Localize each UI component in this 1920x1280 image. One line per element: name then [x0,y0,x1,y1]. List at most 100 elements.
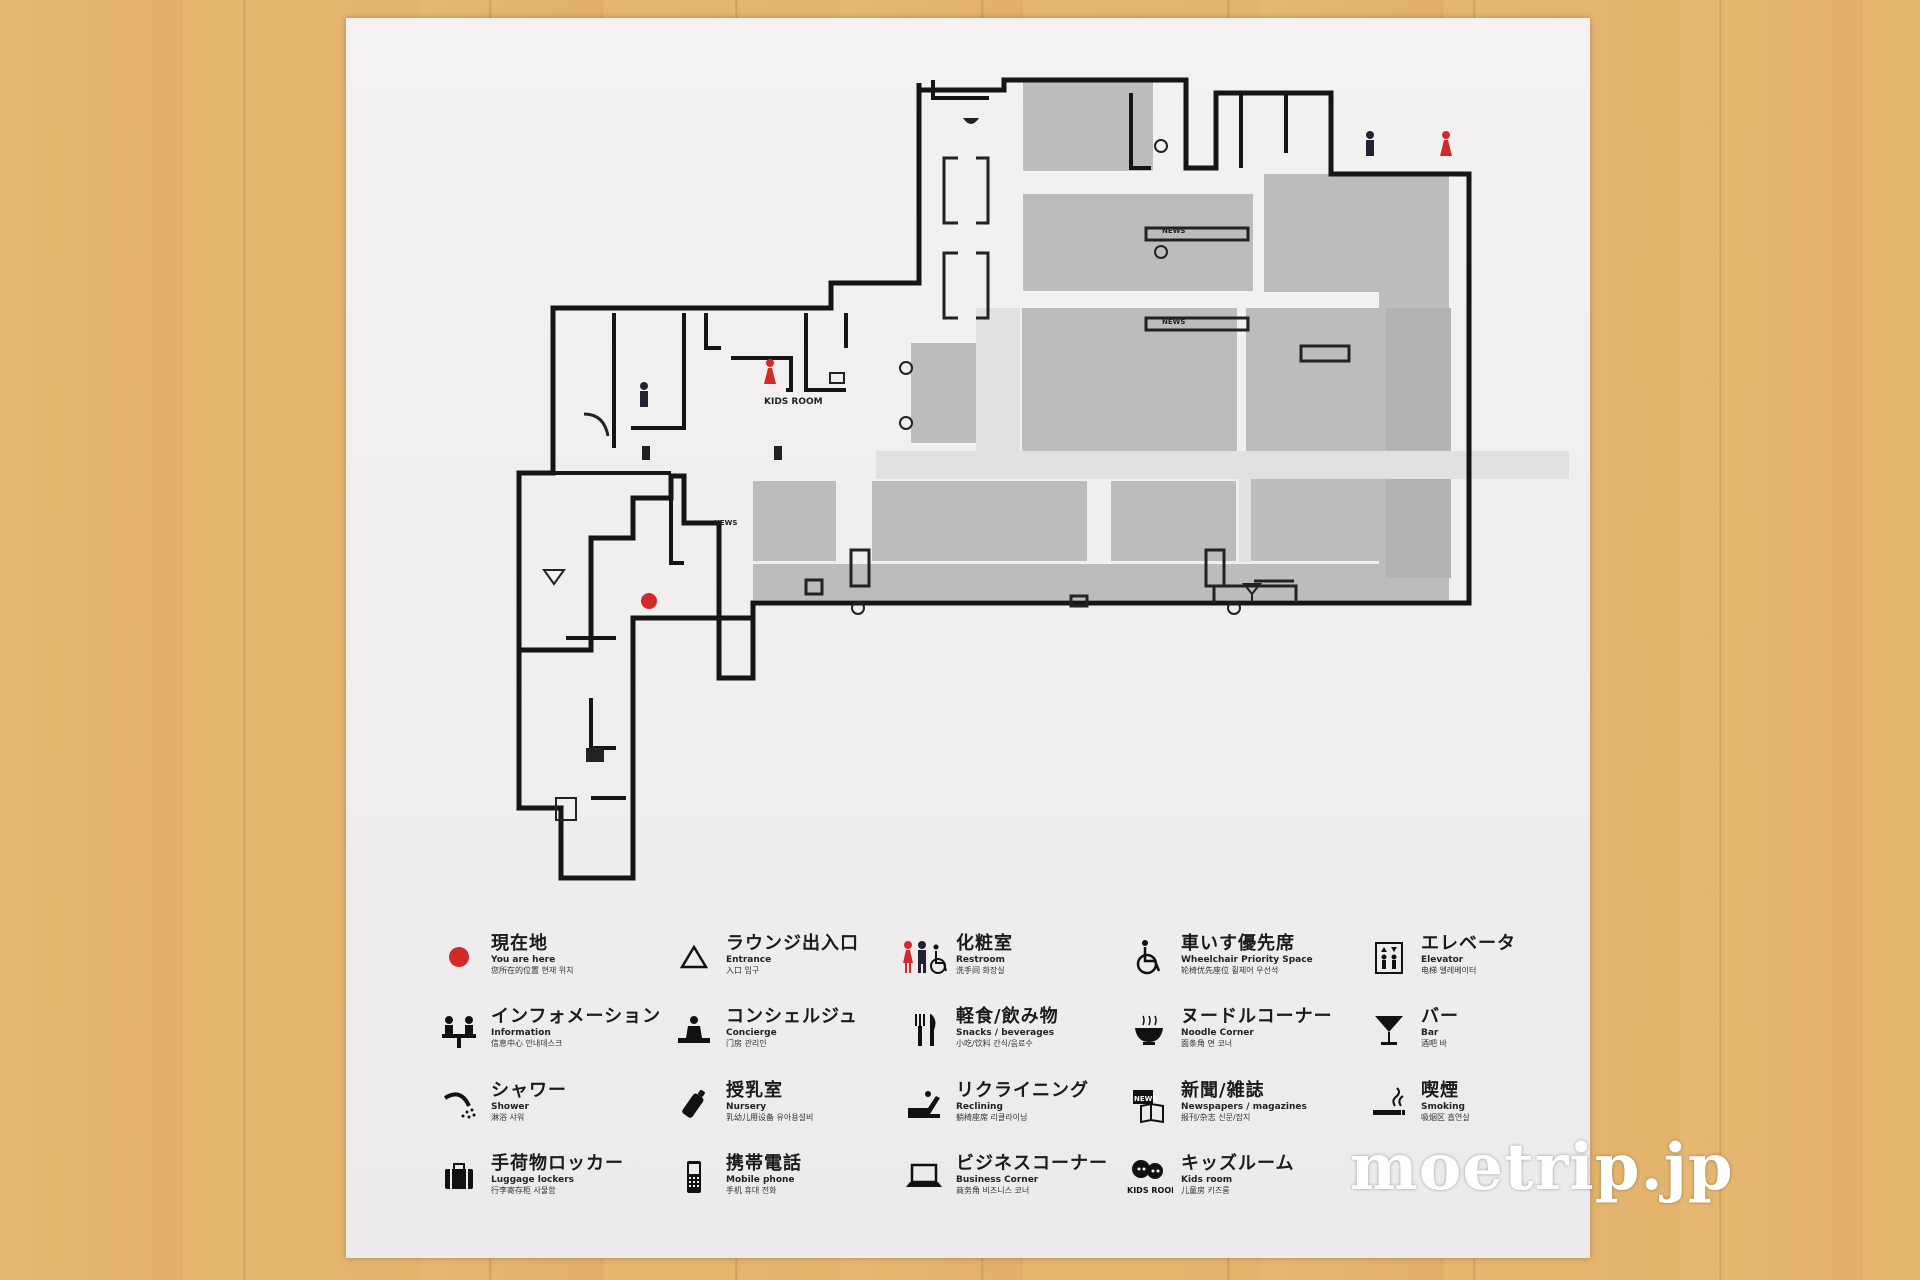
legend-label-sub: 行李寄存柜 사물함 [491,1186,556,1195]
legend-label-ja: ビジネスコーナー [956,1153,1108,1174]
table-bracket-4 [976,251,990,320]
you-are-here-icon [435,935,483,979]
restroom-men-icon [1366,131,1374,156]
legend-label-ja: シャワー [491,1080,567,1101]
elevator-map-icon [555,797,577,821]
legend-label-ja: インフォメーション [491,1006,662,1027]
legend-label-sub: 酒吧 바 [1421,1039,1447,1048]
shower-map-icon [583,412,610,437]
svg-text:NEWS: NEWS [1134,1095,1157,1103]
map-icons: KIDS ROOM NEWS NEWS NEWS [542,118,1452,821]
wall-business [804,313,846,392]
legend-label-sub: 洗手间 화장실 [956,966,1005,975]
legend-label-ja: 軽食/飲み物 [956,1006,1059,1027]
kids-room-map-label: KIDS ROOM [764,397,823,407]
table-bracket-1 [942,156,958,225]
interior-walls [553,80,1288,800]
legend-label-ja: コンシェルジュ [726,1006,858,1027]
wheelchair-map-icon-3 [899,361,913,375]
legend-label-en: Newspapers / magazines [1181,1102,1307,1112]
legend-label-sub: 电梯 엘레베이터 [1421,966,1477,975]
legend-label-en: Shower [491,1102,529,1112]
seating-areas [753,81,1451,600]
wheelchair-map-icon-4 [899,416,913,430]
wheelchair-map-icon-2 [1154,245,1168,259]
legend-label-sub: 信息中心 안내데스크 [491,1039,563,1048]
seating-area-southwest [753,481,836,561]
corridor-connector [1239,452,1251,562]
luggage-icon [435,1155,483,1199]
legend-label-en: Bar [1421,1028,1439,1038]
legend-label-sub: 报刊/杂志 신문/잡지 [1181,1113,1251,1122]
legend-label-en: Luggage lockers [491,1175,575,1185]
furniture [804,156,1351,608]
seating-area-central [1246,308,1379,451]
snacks-icon [900,1008,948,1052]
rack-small-1 [804,578,824,596]
restroom-women-icon [764,359,776,384]
wall-nursery [704,313,721,350]
restroom-icon [900,935,948,979]
seating-area-upper-right [1264,174,1379,292]
seating-area-south [872,481,1087,561]
legend-label-en: Information [491,1028,551,1038]
entrance-marker [542,569,566,586]
legend-label-sub: 小吃/饮料 간식/음료수 [956,1039,1033,1048]
seating-area-south-center [1111,481,1236,561]
legend-label-sub: 面条角 면 코너 [1181,1039,1233,1048]
legend-label-ja: 新聞/雑誌 [1181,1080,1265,1101]
watermark: moetrip.jp [1350,1130,1734,1205]
luggage-map-icon [586,748,604,762]
entrance-wing-walls [516,473,756,881]
legend-label-ja: 携帯電話 [726,1153,802,1174]
legend-label-sub: 乳幼儿用设备 유아용설비 [726,1113,814,1122]
legend-label-ja: 喫煙 [1421,1080,1459,1101]
legend-label-ja: 手荷物ロッカー [491,1153,624,1174]
wheelchair-map-icon-6 [1227,601,1241,615]
legend-label-ja: キッズルーム [1181,1153,1295,1174]
legend-label-sub: 躺椅座席 리클라이닝 [956,1113,1028,1122]
entrance-wing-outline [516,473,756,881]
wheelchair-map-icons [851,139,1241,615]
legend-label-en: Nursery [726,1102,767,1112]
legend-label-en: You are here [491,955,556,965]
floor-map-sign: KIDS ROOM NEWS NEWS NEWS [346,18,1590,1258]
legend-label-sub: 门房 관리인 [726,1039,767,1048]
wheelchair-map-icon-5 [851,601,865,615]
legend-label-sub: 入口 입구 [726,966,760,975]
wall-entrance [669,476,684,565]
legend-label-ja: 化粧室 [956,933,1013,954]
rack-small-2 [1069,594,1089,608]
legend-label-en: Business Corner [956,1175,1039,1185]
wall-elevator [589,698,616,750]
mobile-phone-icon [670,1155,718,1199]
news-map-label-3: NEWS [714,519,737,527]
wall-kids-room [731,356,793,392]
legend-label-en: Kids room [1181,1175,1233,1185]
legend-label-en: Reclining [956,1102,1003,1112]
reclining-icon [900,1082,948,1126]
svg-text:KIDS ROOM: KIDS ROOM [1127,1186,1173,1195]
restroom-women-icon-2 [1440,131,1452,156]
legend-label-sub: 吸烟区 흡연실 [1421,1113,1470,1122]
legend-label-ja: 現在地 [491,933,548,954]
seating-area-central-left [1022,308,1237,451]
legend-label-sub: 儿童房 키즈룸 [1181,1186,1230,1195]
seating-area-top [1023,81,1153,171]
legend-label-ja: ラウンジ出入口 [726,933,859,954]
mobile-phone-map-icon [642,446,650,460]
legend-label-sub: 轮椅优先座位 휠체어 우선석 [1181,966,1279,975]
wall-noodle [931,80,989,100]
